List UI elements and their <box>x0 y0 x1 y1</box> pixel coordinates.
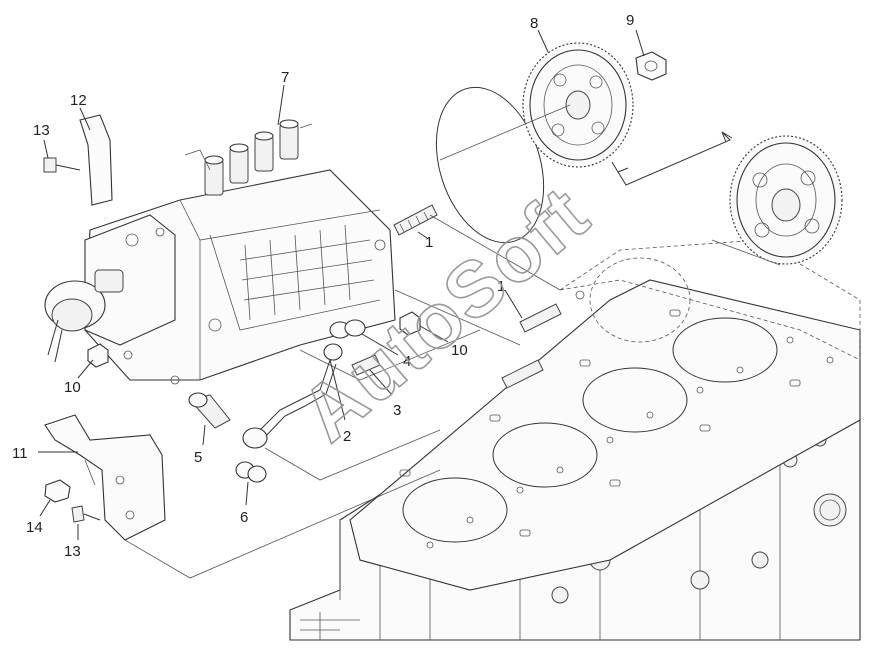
callout-9: 9 <box>626 12 634 29</box>
injection-pump <box>44 119 396 385</box>
upper-bracket <box>79 114 113 206</box>
pump-drive-gear <box>522 42 634 168</box>
o-ring <box>435 86 545 244</box>
idler-gear <box>729 135 843 265</box>
callout-1-lower: 1 <box>497 278 505 295</box>
callout-7: 7 <box>281 69 289 86</box>
lower-bolt <box>71 505 101 523</box>
gear-nut <box>635 51 667 81</box>
hollow-bolt <box>188 392 231 429</box>
upper-bolt <box>43 157 81 173</box>
nut-10-right <box>399 311 421 336</box>
front-plate <box>559 239 861 361</box>
leader-lines <box>38 29 645 540</box>
callout-labels: 1 1 2 3 4 5 6 7 8 9 10 10 11 12 13 13 14 <box>12 12 634 560</box>
callout-8: 8 <box>530 15 538 32</box>
stud-upper <box>393 204 438 236</box>
washer-4 <box>329 319 366 339</box>
lower-bracket <box>44 414 166 541</box>
callout-12: 12 <box>70 92 87 109</box>
head-gasket <box>349 279 861 591</box>
washer-6 <box>235 461 267 483</box>
assembly-guide-lines <box>124 104 781 579</box>
nut-10-left <box>87 343 109 368</box>
fuel-pipe <box>242 343 343 449</box>
callout-2: 2 <box>343 428 351 445</box>
stud-lower-a <box>519 303 562 333</box>
callout-13-upper: 13 <box>33 122 50 139</box>
callout-14: 14 <box>26 519 43 536</box>
callout-13-lower: 13 <box>64 543 81 560</box>
callout-10-right: 10 <box>451 342 468 359</box>
gear-mesh-line <box>611 131 733 186</box>
callout-1-upper: 1 <box>425 234 433 251</box>
callout-5: 5 <box>194 449 202 466</box>
callout-11: 11 <box>12 445 28 462</box>
callout-3: 3 <box>393 402 401 419</box>
callout-6: 6 <box>240 509 248 526</box>
callout-4: 4 <box>403 353 411 370</box>
banjo-bolt <box>351 354 381 376</box>
lower-nut <box>44 479 71 503</box>
stud-lower-b <box>501 359 544 389</box>
callout-10-left: 10 <box>64 379 81 396</box>
